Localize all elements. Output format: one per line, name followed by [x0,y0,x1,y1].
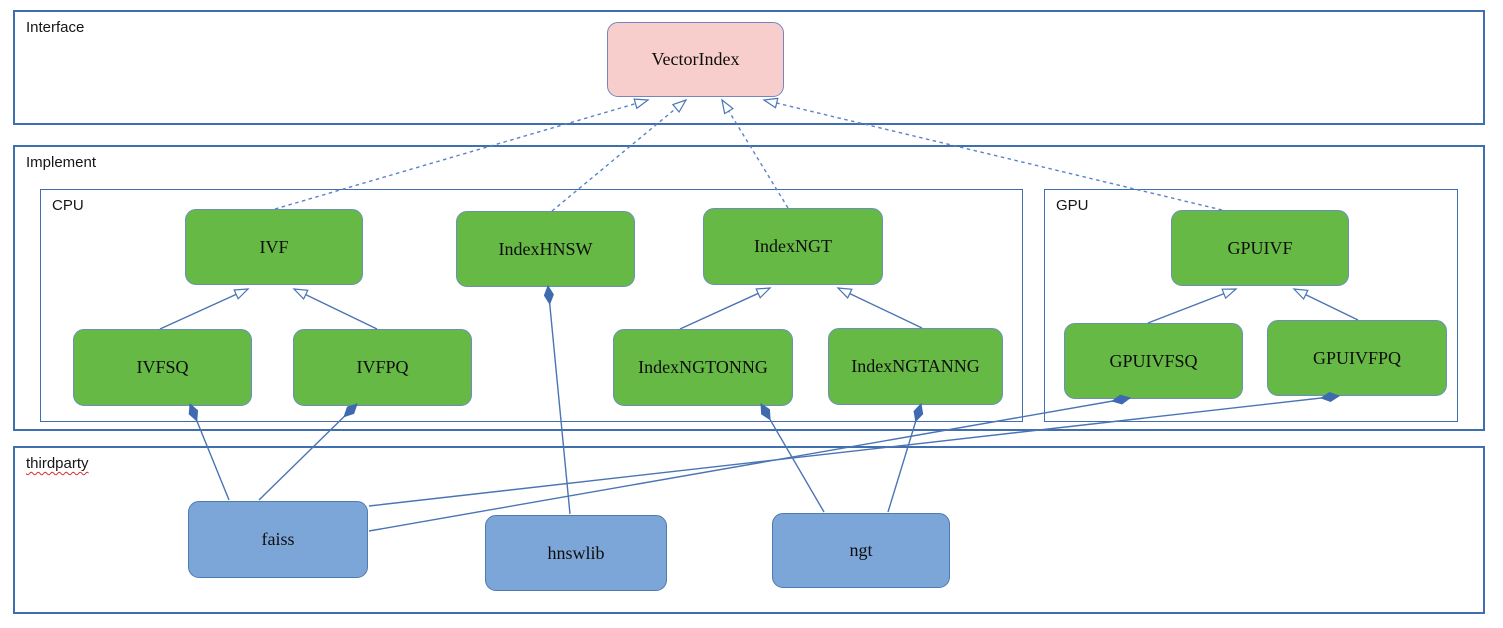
node-hnswlib: hnswlib [485,515,667,591]
node-ivfpq: IVFPQ [293,329,472,406]
node-indexhnsw: IndexHNSW [456,211,635,287]
node-faiss: faiss [188,501,368,578]
node-gpuivfsq: GPUIVFSQ [1064,323,1243,399]
node-ivfsq: IVFSQ [73,329,252,406]
container-interface-label: Interface [26,19,85,36]
container-implement-label: Implement [26,154,97,171]
node-indexngt: IndexNGT [703,208,883,285]
node-indexngtonng: IndexNGTONNG [613,329,793,406]
node-indexngtanng: IndexNGTANNG [828,328,1003,405]
container-thirdparty-label: thirdparty [26,455,89,472]
node-gpuivfpq: GPUIVFPQ [1267,320,1447,396]
node-vectorindex: VectorIndex [607,22,784,97]
node-ivf: IVF [185,209,363,285]
container-cpu-label: CPU [52,197,84,214]
node-gpuivf: GPUIVF [1171,210,1349,286]
node-ngt: ngt [772,513,950,588]
container-gpu-label: GPU [1056,197,1089,214]
